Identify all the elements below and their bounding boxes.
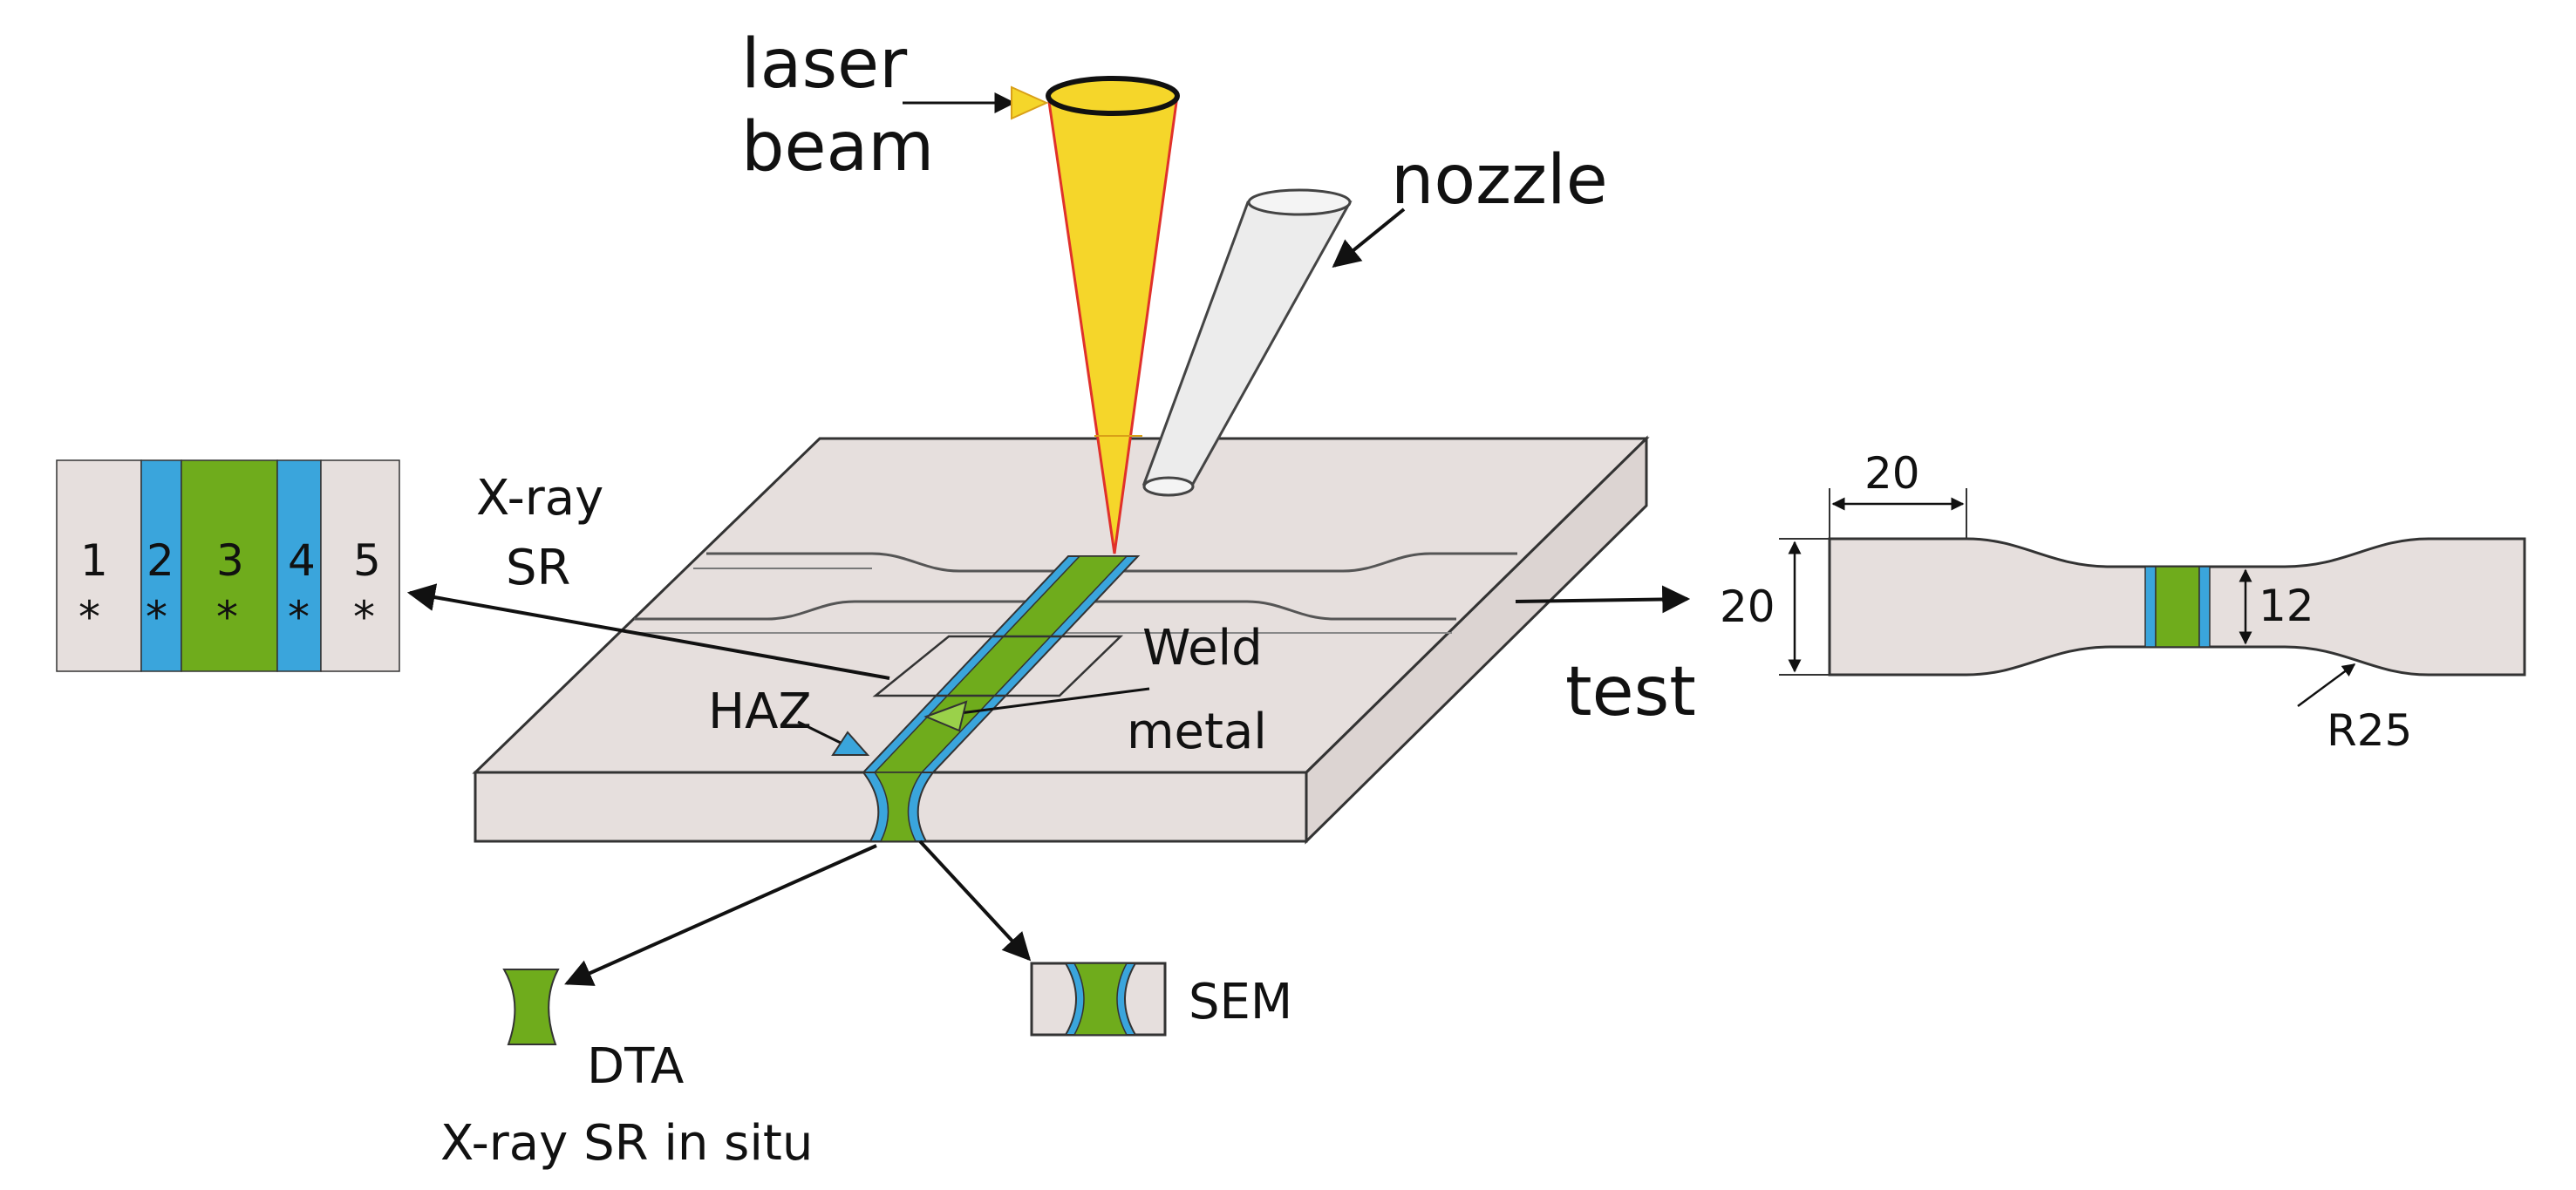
xray-sr-label-line1: X-ray — [476, 470, 603, 527]
weld-metal-arrowhead — [923, 700, 968, 732]
specimen-outline-back — [706, 552, 1517, 573]
zone-1-mark: * — [78, 592, 100, 643]
dta-sample — [502, 969, 560, 1045]
plate-right-face — [1305, 435, 1648, 845]
laser-label-arrowhead — [1011, 85, 1049, 120]
laser-lens — [1046, 76, 1180, 116]
welded-plate — [472, 435, 1650, 845]
weld-section-metal — [873, 772, 923, 842]
haz-label: HAZ — [708, 683, 812, 740]
zone-5-mark: * — [353, 592, 375, 643]
haz-arrow — [797, 720, 847, 747]
zone-3 — [181, 459, 278, 672]
test-arrow — [1515, 585, 1691, 614]
dta-label: DTA — [587, 1038, 684, 1095]
zone-2-mark: * — [146, 592, 167, 643]
sem-sample-weld — [1073, 962, 1128, 1036]
zone-3-number: 3 — [216, 535, 244, 586]
laser-beam-label-line1: laser — [741, 25, 908, 104]
test-label: test — [1565, 653, 1696, 731]
specimen-haz-left — [2144, 566, 2157, 648]
haz-arrowhead — [831, 731, 870, 756]
sem-sample — [1030, 962, 1167, 1037]
dim-radius-leader — [2297, 663, 2356, 708]
dim-radius: R25 — [2327, 705, 2412, 756]
nozzle-top — [1247, 188, 1352, 216]
nozzle-label: nozzle — [1391, 141, 1608, 220]
zone-4 — [276, 459, 322, 672]
laser-beam — [1046, 76, 1180, 554]
zone-4-mark: * — [288, 592, 310, 643]
sem-arrow — [918, 840, 1032, 962]
laser-beam-label-line2: beam — [741, 108, 934, 187]
xray-sr-arrow — [406, 583, 890, 680]
zone-1-number: 1 — [80, 535, 108, 586]
weld-metal-label-line2: metal — [1127, 704, 1267, 760]
xray-sr-label-line2: SR — [506, 540, 570, 596]
specimen-haz-right — [2198, 566, 2211, 648]
zone-5-number: 5 — [353, 535, 381, 586]
nozzle-tip — [1142, 476, 1195, 497]
specimen-weld-metal — [2155, 566, 2200, 648]
zone-1 — [56, 459, 142, 672]
zone-strip: 1 2 3 4 5 * * * * * — [56, 459, 400, 672]
tensile-specimen: 20 20 12 R25 — [1720, 448, 2526, 756]
nozzle — [1141, 188, 1353, 497]
weld-metal-arrow — [932, 687, 1150, 718]
xray-in-situ-label: X-ray SR in situ — [440, 1115, 813, 1172]
dim-grip-length: 20 — [1864, 448, 1920, 499]
dim-gauge-width: 12 — [2259, 581, 2314, 631]
zone-2 — [140, 459, 182, 672]
nozzle-label-arrow — [1332, 207, 1406, 269]
sem-label: SEM — [1189, 974, 1292, 1030]
zone-3-mark: * — [216, 592, 238, 643]
weld-metal-label-line1: Weld — [1142, 620, 1263, 677]
zone-5 — [320, 459, 400, 672]
xray-measurement-window — [872, 635, 1124, 697]
dim-grip-width: 20 — [1720, 581, 1775, 632]
zone-4-number: 4 — [288, 535, 316, 586]
zone-2-number: 2 — [147, 535, 174, 586]
dta-arrow — [564, 844, 877, 986]
